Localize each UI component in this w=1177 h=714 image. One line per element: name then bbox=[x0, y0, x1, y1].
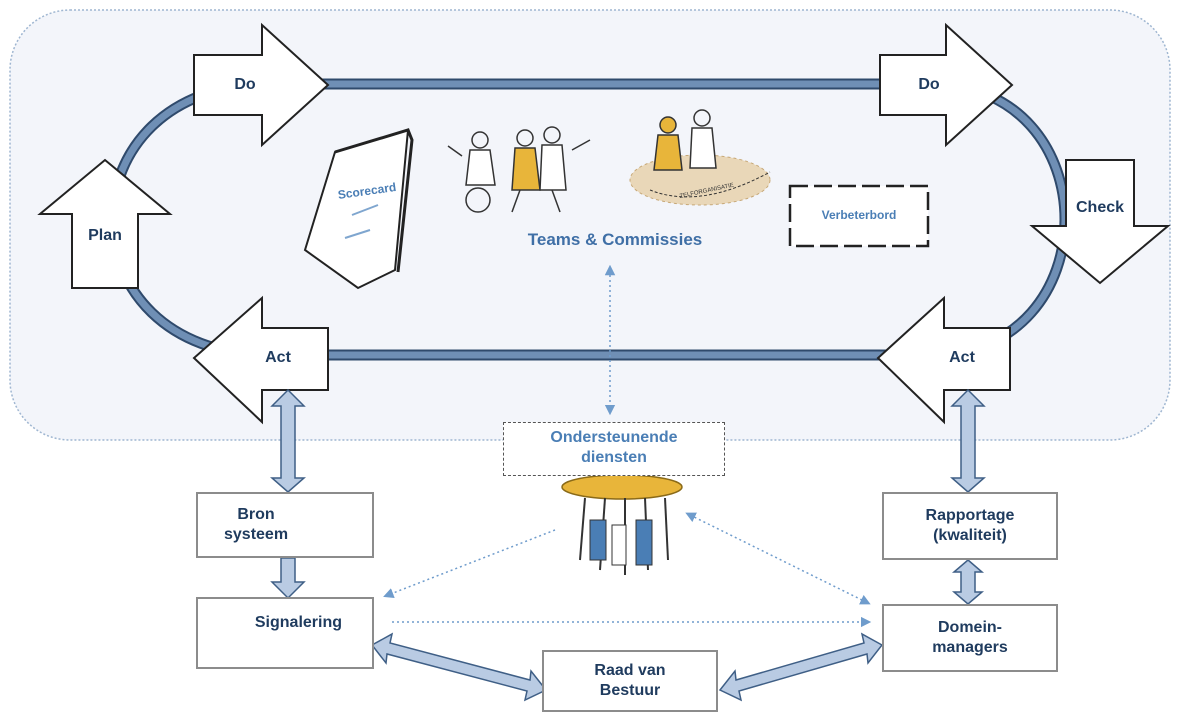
raad-label-line1: Raad van bbox=[594, 662, 666, 679]
domein-label-line1: Domein- bbox=[938, 619, 1002, 636]
act-label-right: Act bbox=[949, 349, 975, 366]
plan-label: Plan bbox=[88, 227, 122, 244]
bron-signalering-arrow bbox=[270, 557, 306, 600]
do-arrow-left bbox=[193, 22, 330, 148]
act-rapportage-double-arrow bbox=[950, 388, 986, 493]
check-arrow bbox=[1029, 159, 1171, 285]
support-label-line1: Ondersteunende bbox=[550, 429, 678, 446]
teams-illustration bbox=[447, 126, 591, 213]
act-arrow-right bbox=[876, 295, 1011, 425]
domein-raad-double-arrow bbox=[718, 632, 884, 702]
do-label-left: Do bbox=[234, 76, 256, 93]
do-arrow-right bbox=[879, 22, 1014, 148]
raad-box: Raad van Bestuur bbox=[542, 650, 718, 712]
support-label-line2: diensten bbox=[581, 449, 647, 466]
signalering-raad-double-arrow bbox=[370, 632, 548, 702]
bron-label-line2: systeem bbox=[224, 526, 289, 543]
support-box: Ondersteunende diensten bbox=[503, 422, 725, 476]
plan-arrow bbox=[37, 158, 173, 289]
check-label: Check bbox=[1075, 199, 1125, 216]
raad-label-line2: Bestuur bbox=[599, 682, 661, 699]
verbeterbord-board bbox=[788, 184, 930, 248]
domein-label-line2: managers bbox=[932, 639, 1008, 656]
verbeterbord-label: Verbeterbord bbox=[821, 208, 897, 222]
act-arrow-left bbox=[192, 295, 329, 425]
signalering-box: Signalering bbox=[196, 597, 374, 669]
teams-label: Teams & Commissies bbox=[527, 230, 703, 249]
act-bron-double-arrow bbox=[270, 388, 306, 493]
do-label-right: Do bbox=[918, 76, 940, 93]
zelforganisatie-illustration: ZELFORGANISATIE bbox=[629, 109, 771, 206]
bron-box: Bron systeem bbox=[196, 492, 374, 558]
act-label-left: Act bbox=[265, 349, 291, 366]
support-illustration bbox=[561, 474, 683, 575]
signalering-label: Signalering bbox=[254, 614, 342, 631]
rapportage-domein-double-arrow bbox=[951, 559, 985, 605]
bron-label-line1: Bron bbox=[237, 506, 275, 523]
rapportage-label-line1: Rapportage bbox=[925, 507, 1015, 524]
rapportage-box: Rapportage (kwaliteit) bbox=[882, 492, 1058, 560]
support-signalering-dotted-arrow bbox=[383, 529, 556, 598]
scorecard-illustration bbox=[303, 128, 414, 290]
rapportage-label-line2: (kwaliteit) bbox=[933, 527, 1007, 544]
support-domein-dotted-arrow bbox=[685, 512, 871, 605]
domein-box: Domein- managers bbox=[882, 604, 1058, 672]
